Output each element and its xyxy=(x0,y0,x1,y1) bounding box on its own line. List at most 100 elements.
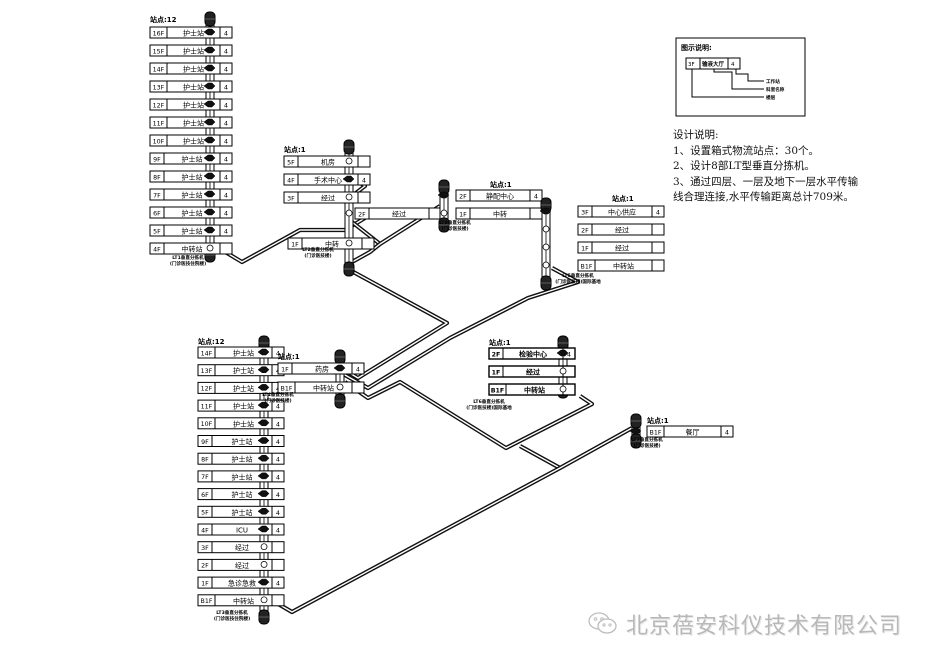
station-count-label: 站点:1 xyxy=(490,180,512,189)
legend-sample-box xyxy=(685,57,741,70)
floor-row: B1F 中转站 xyxy=(197,594,285,607)
floor-label: 3F xyxy=(581,209,589,216)
workstation-count: 4 xyxy=(362,177,366,185)
floor-row-box xyxy=(197,505,285,518)
floor-row-box xyxy=(149,62,233,75)
lift-caption-location: (门诊医技住院楼) xyxy=(214,615,250,622)
floor-row-box xyxy=(149,152,233,165)
legend-pointer-label: 工作站 xyxy=(766,78,780,85)
workstation-count: 4 xyxy=(276,350,280,358)
workstation-count: 4 xyxy=(567,351,571,359)
workstation-count: 4 xyxy=(224,156,228,164)
pass-port xyxy=(260,596,268,604)
floor-row-box xyxy=(197,558,285,571)
legend-sample-dept: 输液大厅 xyxy=(702,60,725,68)
floor-row-box xyxy=(197,399,285,412)
floor-row-box xyxy=(197,594,285,607)
lift-caption: LT8垂直分拣机 xyxy=(439,219,471,226)
department-name: 经过 xyxy=(392,210,406,219)
station-port xyxy=(257,490,270,497)
department-name: 护士站 xyxy=(232,437,253,446)
workstation-count: 4 xyxy=(356,366,360,374)
department-name: 经过 xyxy=(235,561,249,570)
station-port xyxy=(257,384,270,391)
department-name: 护士站 xyxy=(182,155,203,164)
station-port xyxy=(257,437,270,444)
design-notes: 设计说明: 1、设置箱式物流站点：30个。 2、设计8部LT型垂直分拣机。 3、… xyxy=(673,128,858,206)
station-port xyxy=(203,154,216,162)
floor-label: 1F xyxy=(201,580,209,587)
department-name: 护士站 xyxy=(232,472,253,481)
station-port xyxy=(203,190,216,198)
station-port xyxy=(257,348,270,356)
station-port xyxy=(539,207,552,215)
floor-row-box xyxy=(149,134,233,147)
floor-label: 3F xyxy=(287,195,295,202)
floor-label: 5F xyxy=(153,228,161,235)
station-port xyxy=(257,366,270,373)
station-count-label: 站点:1 xyxy=(489,338,511,347)
lift-caption-location: (门诊医技楼) xyxy=(304,252,331,259)
track-line xyxy=(336,260,450,381)
department-name: 中心供应 xyxy=(608,208,636,217)
floor-label: 1F xyxy=(581,245,589,252)
floor-row-box xyxy=(149,170,233,183)
workstation-count: 4 xyxy=(224,192,228,200)
pass-port xyxy=(260,561,268,568)
department-name: 护士站 xyxy=(182,209,203,218)
department-name: 护士站 xyxy=(182,173,203,182)
department-name: 中转站 xyxy=(233,596,254,605)
station-port xyxy=(333,364,346,372)
pass-port xyxy=(345,193,353,201)
pass-port xyxy=(345,157,353,165)
station-port xyxy=(203,82,216,90)
department-name: 餐厅 xyxy=(686,428,700,437)
lift-caption: LT2垂直分拣机 xyxy=(302,246,334,253)
station-port xyxy=(203,64,216,72)
station-count-label: 站点:12 xyxy=(198,337,225,346)
floor-label: 11F xyxy=(201,403,213,410)
floor-label: 2F xyxy=(492,351,501,358)
floor-label: 14F xyxy=(153,66,165,73)
floor-row-box xyxy=(287,237,375,250)
floor-label: 10F xyxy=(153,138,165,145)
pass-port xyxy=(206,244,214,252)
department-name: 护士站 xyxy=(183,137,204,146)
floor-row-box xyxy=(149,26,233,39)
pass-port xyxy=(542,243,550,251)
station-port xyxy=(257,525,270,533)
station-port xyxy=(629,427,642,435)
floor-row-box xyxy=(577,259,665,272)
legend-sample-floor: 3F xyxy=(688,62,695,68)
station-port xyxy=(203,118,216,126)
department-name: 经过 xyxy=(615,244,629,253)
floor-label: 5F xyxy=(287,159,295,166)
floor-label: B1F xyxy=(201,598,213,605)
legend-pointer-label: 楼层 xyxy=(766,94,776,101)
floor-label: 1F xyxy=(291,241,299,248)
pass-port xyxy=(559,367,567,375)
station-count-label: 站点:1 xyxy=(278,352,300,361)
pass-port xyxy=(345,239,353,247)
station-port xyxy=(342,175,355,183)
floor-row-box xyxy=(577,241,665,254)
workstation-count: 4 xyxy=(224,48,228,56)
floor-label: 1F xyxy=(459,211,467,218)
floor-label: 4F xyxy=(201,527,209,534)
floor-row-box xyxy=(455,189,543,202)
lift-caption: LT4垂直分拣机 xyxy=(262,391,294,398)
floor-label: B1F xyxy=(491,387,504,394)
